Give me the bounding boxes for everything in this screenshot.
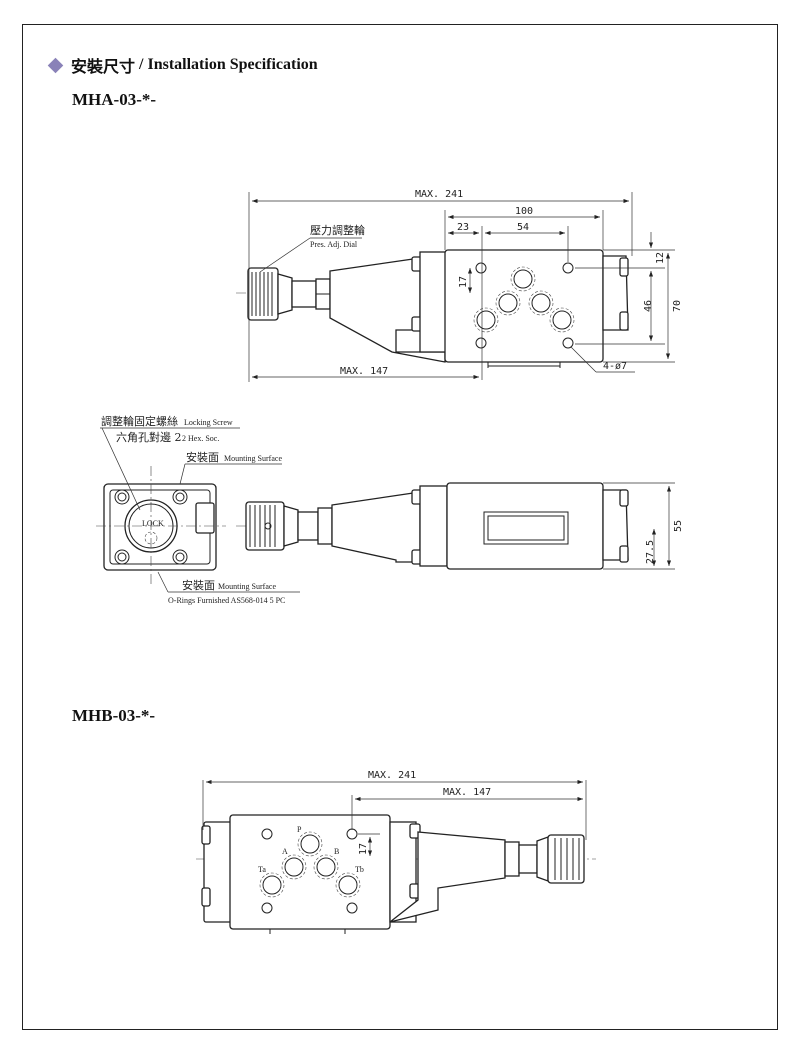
port-ta: Ta xyxy=(258,865,266,874)
dim-23: 23 xyxy=(457,222,469,233)
port-p: P xyxy=(297,825,302,834)
dim-4-holes: 4-ø7 xyxy=(603,361,627,372)
dim-17: 17 xyxy=(458,276,469,288)
o-rings-note: O-Rings Furnished AS568-014 5 PC xyxy=(168,596,285,605)
port-tb: Tb xyxy=(355,865,364,874)
mhb-dim-max-241: MAX. 241 xyxy=(368,770,416,781)
page-border xyxy=(22,24,778,1030)
section-header: 安裝尺寸 / Installation Specification xyxy=(47,53,318,77)
mounting-surface2-en: Mounting Surface xyxy=(218,582,276,591)
lock-mark: LOCK xyxy=(142,519,164,528)
dim-100: 100 xyxy=(515,206,533,217)
dim-70: 70 xyxy=(672,300,683,312)
mha-end-view: LOCK 調整輪固定螺絲 Locking Screw 六角孔對邊 2 2 Hex… xyxy=(96,414,300,605)
title-en: Installation Specification xyxy=(147,56,318,73)
model-title-mha: MHA-03-*- xyxy=(72,90,157,109)
mounting-surface-cn: 安裝面 xyxy=(186,450,219,464)
mounting-surface-en: Mounting Surface xyxy=(224,454,282,463)
dim-max-241: MAX. 241 xyxy=(415,189,463,200)
port-b: B xyxy=(334,847,339,856)
hex-socket-cn: 六角孔對邊 2 xyxy=(116,430,182,444)
dim-55: 55 xyxy=(673,520,684,532)
title-cn: 安裝尺寸 xyxy=(71,59,136,76)
dim-46: 46 xyxy=(643,300,654,312)
locking-screw-en: Locking Screw xyxy=(184,418,233,427)
locking-screw-cn: 調整輪固定螺絲 xyxy=(101,414,178,428)
title-separator: / xyxy=(139,56,144,73)
port-holes xyxy=(473,262,575,349)
dim-max-147: MAX. 147 xyxy=(340,366,388,377)
mhb-dim-17: 17 xyxy=(358,843,369,855)
mounting-surface2-cn: 安裝面 xyxy=(182,578,215,592)
dial-label-en: Pres. Adj. Dial xyxy=(310,240,358,249)
dim-27-5: 27.5 xyxy=(645,540,656,564)
mha-side-view: 55 27.5 xyxy=(236,482,684,570)
dial-label-cn: 壓力調整輪 xyxy=(310,223,365,237)
hex-socket-en: 2 Hex. Soc. xyxy=(182,434,219,443)
mhb-top-view: P A B Ta Tb MAX. 241 MAX. 147 17 xyxy=(196,770,596,934)
dim-12: 12 xyxy=(655,252,666,264)
dim-54: 54 xyxy=(517,222,529,233)
mha-top-view: MAX. 241 100 23 54 17 12 46 70 MAX. 147 … xyxy=(236,189,683,382)
model-title-mhb: MHB-03-*- xyxy=(72,706,156,725)
mhb-dim-max-147: MAX. 147 xyxy=(443,787,491,798)
port-a: A xyxy=(282,847,288,856)
